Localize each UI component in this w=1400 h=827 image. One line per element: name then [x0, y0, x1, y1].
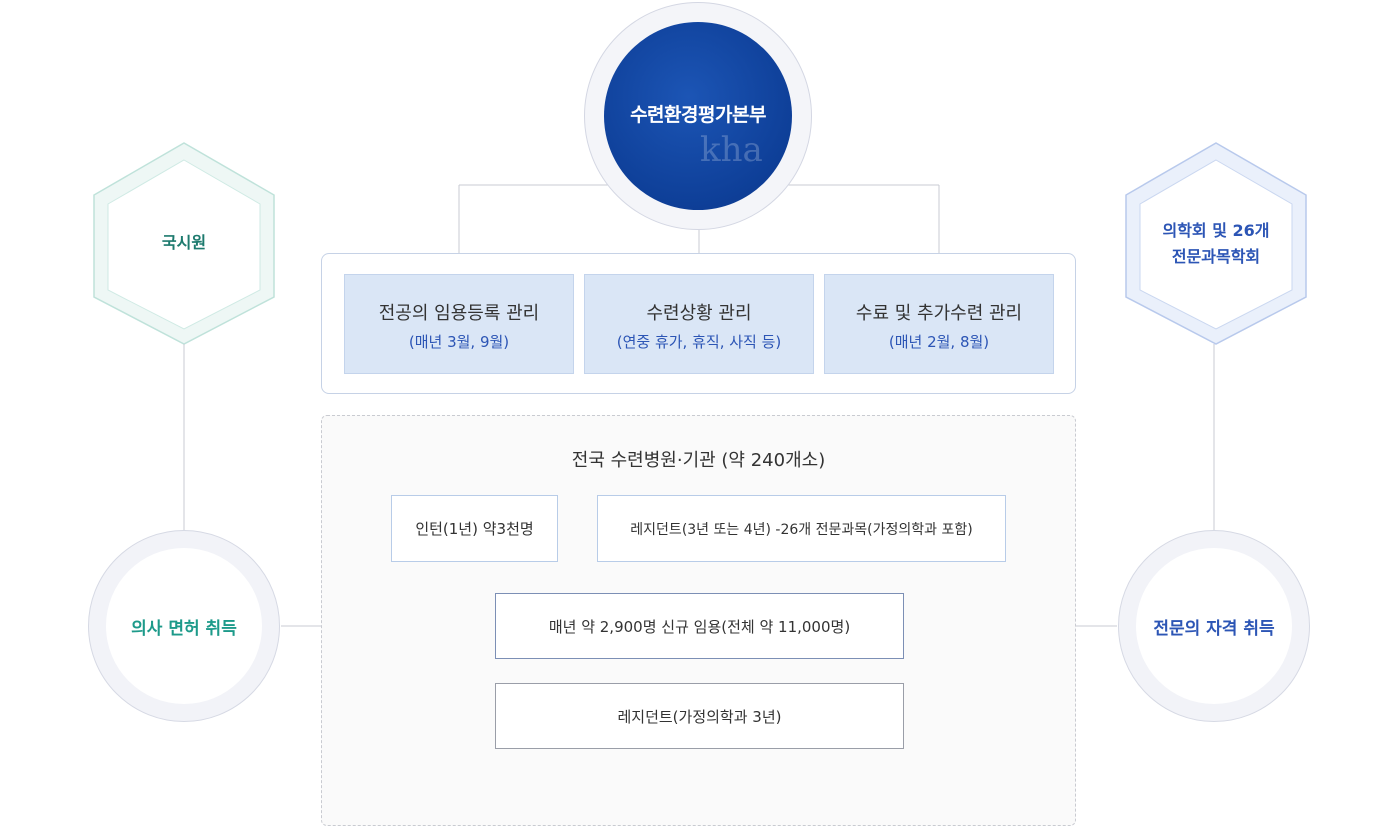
family-resident-node: 레지던트(가정의학과 3년)	[495, 683, 904, 749]
management-item-sub: (매년 3월, 9월)	[408, 333, 510, 351]
specialist-circle	[1136, 548, 1292, 704]
family-resident-label: 레지던트(가정의학과 3년)	[617, 707, 782, 726]
resident-label: 레지던트(3년 또는 4년) -26개 전문과목(가정의학과 포함)	[630, 521, 973, 538]
new-hire-node: 매년 약 2,900명 신규 임용(전체 약 11,000명)	[495, 593, 904, 659]
license-circle	[106, 548, 262, 704]
hospitals-title: 전국 수련병원·기관 (약 240개소)	[571, 450, 826, 471]
hq-circle	[604, 22, 792, 210]
intern-label: 인턴(1년) 약3천명	[415, 520, 534, 538]
right-hexagon-inner	[1139, 159, 1293, 330]
management-item-title: 수료 및 추가수련 관리	[855, 303, 1023, 324]
specialist-label: 전문의 자격 취득	[1153, 619, 1275, 639]
right-hexagon-label-line1: 의학회 및 26개	[1162, 221, 1270, 240]
kha-logo-watermark: kha	[700, 130, 763, 170]
resident-node: 레지던트(3년 또는 4년) -26개 전문과목(가정의학과 포함)	[597, 495, 1006, 562]
left-hexagon-inner	[107, 159, 261, 330]
license-label: 의사 면허 취득	[131, 619, 237, 639]
right-hexagon-label-line2: 전문과목학회	[1171, 247, 1261, 266]
management-item-sub: (연중 휴가, 휴직, 사직 등)	[616, 333, 782, 351]
hq-title: 수련환경평가본부	[630, 104, 766, 126]
new-hire-label: 매년 약 2,900명 신규 임용(전체 약 11,000명)	[548, 617, 851, 636]
management-item-registration: 전공의 임용등록 관리 (매년 3월, 9월)	[344, 274, 574, 374]
left-hexagon-label: 국시원	[161, 233, 207, 252]
management-item-title: 전공의 임용등록 관리	[378, 303, 540, 324]
management-item-sub: (매년 2월, 8월)	[888, 333, 990, 351]
management-item-title: 수련상황 관리	[646, 303, 752, 324]
intern-node: 인턴(1년) 약3천명	[391, 495, 558, 562]
management-item-status: 수련상황 관리 (연중 휴가, 휴직, 사직 등)	[584, 274, 814, 374]
right-hexagon-label: 의학회 및 26개 전문과목학회	[1124, 218, 1308, 270]
management-item-completion: 수료 및 추가수련 관리 (매년 2월, 8월)	[824, 274, 1054, 374]
